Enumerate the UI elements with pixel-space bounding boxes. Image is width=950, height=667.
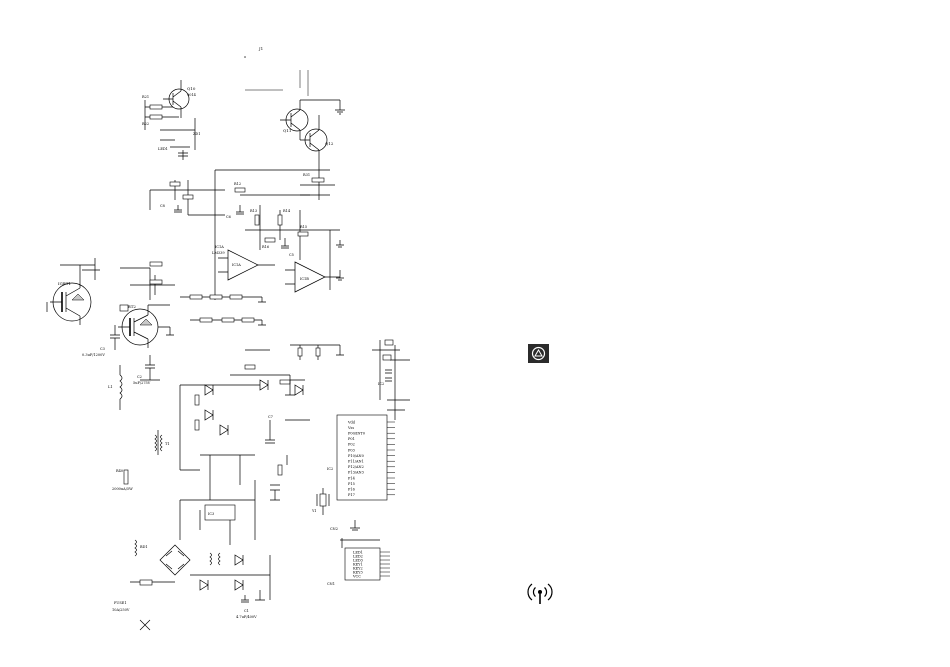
upper-mid-network: C8 [149, 180, 225, 216]
svg-text:T1: T1 [165, 442, 170, 446]
pulse-transformer: T1 [154, 384, 260, 471]
svg-text:R21: R21 [142, 95, 149, 99]
svg-text:ZD1: ZD1 [193, 132, 200, 136]
svg-text:10A/250V: 10A/250V [112, 608, 130, 612]
mid-resistor-bank: R12 R13 R14 R15 R16 C5 C6 [214, 169, 344, 300]
gnd-mcu [350, 520, 360, 531]
svg-text:4.7uF/400V: 4.7uF/400V [236, 615, 257, 619]
top-resistor-network: R21 R22 LED1 ZD1 [142, 95, 200, 160]
gnd-right-top [300, 99, 345, 115]
comparator-ic1b: IC1B [285, 261, 340, 293]
svg-text:R14: R14 [283, 209, 291, 213]
svg-text:Q12: Q12 [325, 141, 334, 146]
svg-text:R16: R16 [262, 245, 269, 249]
power-supply-section: IC3 C1 4.7uF/400V [179, 480, 271, 619]
mcu-pin-label: P03 [348, 448, 355, 452]
svg-text:R40: R40 [116, 469, 123, 473]
mcu-ic2: IC2 VddVssP00/INT0P01P02P03P10/AN0P11/AN… [327, 339, 410, 501]
svg-text:L1: L1 [108, 385, 113, 389]
svg-text:LED1: LED1 [158, 147, 168, 151]
resonant-capacitor: C3 0.3uF/1200V [82, 325, 120, 357]
cn-pin-label: KEY3 [353, 570, 363, 574]
mcu-pin-label: P13/AN3 [348, 471, 364, 475]
mcu-pin-label: Vdd [347, 420, 356, 424]
svg-text:Q10: Q10 [187, 86, 196, 91]
svg-text:R31: R31 [303, 173, 310, 177]
mcu-pin-label: P02 [348, 443, 355, 447]
mcu-pin-label: P17 [348, 493, 355, 497]
induction-coil: L1 [108, 365, 123, 410]
svg-text:C1: C1 [244, 609, 249, 613]
svg-text:2000uA/5W: 2000uA/5W [112, 487, 133, 491]
svg-text:C2: C2 [137, 375, 142, 379]
svg-text:Q11: Q11 [283, 128, 291, 133]
filter-capacitor: C2 5uF/275V [133, 355, 160, 385]
diode-group [194, 349, 295, 500]
svg-text:C5: C5 [289, 253, 294, 257]
svg-text:R13: R13 [250, 209, 257, 213]
svg-text:FUSE1: FUSE1 [114, 601, 127, 605]
svg-text:IC2: IC2 [327, 467, 333, 471]
svg-text:R22: R22 [142, 122, 149, 126]
cn-pin-label: VCC [352, 574, 361, 578]
mcu-pin-label: P14 [348, 476, 356, 480]
fuse: FUSE1 10A/250V [112, 579, 175, 612]
ac-choke [134, 539, 137, 557]
svg-text:IGBT1: IGBT1 [58, 281, 71, 286]
bridge-rectifier: BD1 [140, 544, 191, 576]
mcu-pin-label: P00/INT0 [348, 432, 365, 436]
svg-text:C3: C3 [100, 347, 105, 351]
crystal-y1: Y1 [311, 488, 330, 515]
svg-text:0.3uF/1200V: 0.3uF/1200V [82, 353, 105, 357]
cn-pin-label: LED3 [353, 558, 363, 562]
transistor-q12: Q12 [300, 115, 334, 175]
svg-text:IC3: IC3 [208, 512, 214, 516]
igbt-2: IGBT2 [118, 304, 174, 348]
mcu-pin-label: P15 [348, 482, 355, 486]
resistor-ladder [180, 294, 266, 326]
certification-mark-icon [528, 344, 549, 363]
cn-pin-label: KEY1 [353, 562, 363, 566]
mcu-pin-label: P12/AN2 [348, 465, 364, 469]
cn-pin-label: KEY2 [353, 566, 363, 570]
mcu-support-parts: C7 [265, 344, 344, 501]
svg-text:R15: R15 [300, 225, 307, 229]
connector-cn2-label: CN2 [330, 527, 338, 531]
svg-text:LM339: LM339 [212, 251, 225, 255]
mcu-pin-label: P16 [348, 488, 355, 492]
svg-text:C6: C6 [226, 215, 231, 219]
top-mark: J1 [258, 46, 263, 51]
cn-pin-label: LED2 [353, 554, 363, 558]
mcu-pin-label: Vss [347, 426, 354, 430]
svg-text:5uF/275V: 5uF/275V [133, 381, 151, 385]
svg-text:C8: C8 [160, 204, 165, 208]
svg-text:IC1A: IC1A [232, 263, 241, 267]
sense-resistor: R40 2000uA/5W [112, 469, 133, 491]
mcu-pin-label: P01 [348, 437, 355, 441]
top-wires [245, 70, 309, 96]
comparator-ic1a: IC1A IC1A LM339 [212, 245, 275, 281]
svg-text:Y1: Y1 [311, 509, 317, 513]
svg-text:9014: 9014 [187, 93, 197, 97]
transistor-q10: Q10 9014 [163, 80, 197, 118]
svg-text:BD1: BD1 [140, 545, 148, 549]
svg-text:CN1: CN1 [327, 582, 335, 586]
svg-text:IC2: IC2 [378, 382, 384, 386]
non-ionizing-radiation-icon [527, 582, 553, 606]
svg-text:IC1B: IC1B [300, 277, 309, 281]
svg-text:IC1A: IC1A [215, 245, 224, 249]
cn-pin-label: LED1 [353, 550, 363, 554]
svg-text:C7: C7 [268, 415, 273, 419]
svg-text:o: o [244, 55, 246, 59]
svg-text:IGBT2: IGBT2 [123, 304, 136, 309]
svg-text:R12: R12 [234, 182, 241, 186]
transistor-q11: Q11 [280, 100, 309, 140]
igbt-1: IGBT1 [46, 264, 95, 325]
mcu-pin-label: P11/AN1 [348, 460, 364, 464]
mcu-pin-label: P10/AN0 [348, 454, 364, 458]
